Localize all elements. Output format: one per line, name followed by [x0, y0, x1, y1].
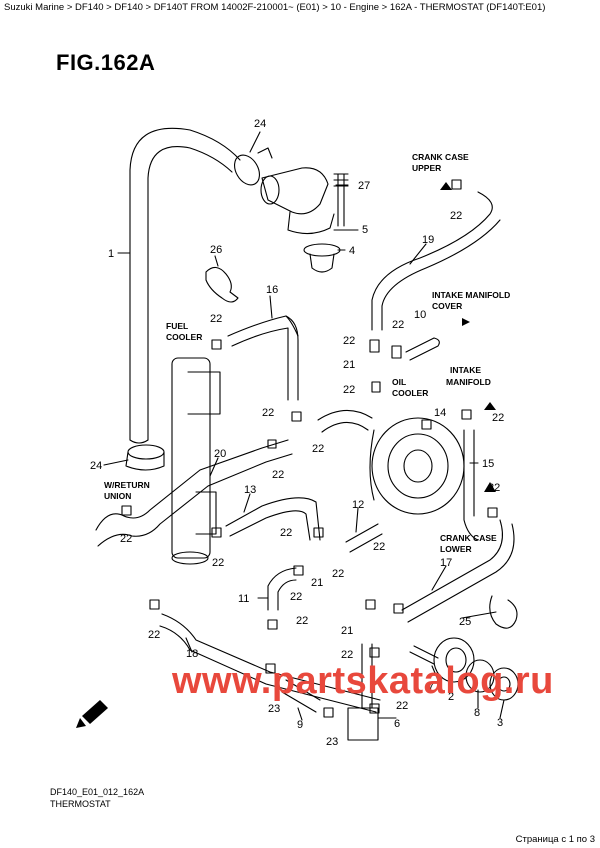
callout: 22 [212, 557, 224, 569]
callout: 25 [459, 616, 471, 628]
svg-text:COVER: COVER [432, 301, 462, 311]
callout: 22 [272, 469, 284, 481]
callout-group: 24 27 5 4 26 1 19 22 16 10 22 22 21 22 1… [90, 118, 504, 748]
front-arrow-icon [76, 700, 108, 728]
callout: 23 [326, 736, 338, 748]
callout: 22 [210, 313, 222, 325]
callout: 22 [488, 482, 500, 494]
callout: 20 [214, 448, 226, 460]
callout: 8 [474, 707, 480, 719]
zone-fuel-cooler: FUEL [166, 321, 188, 331]
svg-text:UNION: UNION [104, 491, 131, 501]
callout: 22 [148, 629, 160, 641]
ring-8 [465, 659, 495, 693]
svg-text:UPPER: UPPER [412, 163, 441, 173]
callout: 22 [492, 412, 504, 424]
callout: 22 [343, 335, 355, 347]
hose-12 [345, 523, 383, 553]
callout: 22 [450, 210, 462, 222]
callout: 24 [254, 118, 266, 130]
watermark: www.partskatalog.ru [172, 660, 554, 702]
hose-19 [371, 191, 493, 331]
callout: 22 [290, 591, 302, 603]
figure-title: FIG.162A [56, 50, 156, 75]
zone-crank-case-lower: CRANK CASE [440, 533, 497, 543]
callout: 14 [434, 407, 446, 419]
callout: 22 [262, 407, 274, 419]
hose-oil-line [317, 409, 373, 421]
svg-text:LOWER: LOWER [440, 544, 472, 554]
callout: 23 [268, 703, 280, 715]
callout: 22 [296, 615, 308, 627]
hose-11 [267, 567, 297, 611]
callout: 10 [414, 309, 426, 321]
callout: 4 [349, 245, 355, 257]
clip-26 [205, 266, 239, 303]
callout: 22 [332, 568, 344, 580]
callout: 13 [244, 484, 256, 496]
footer-name: THERMOSTAT [50, 799, 111, 809]
zone-intake-manifold-cover: INTAKE MANIFOLD [432, 290, 510, 300]
zone-crank-case-upper: CRANK CASE [412, 152, 469, 162]
callout: 2 [448, 691, 454, 703]
callout: 22 [373, 541, 385, 553]
callout: 26 [210, 244, 222, 256]
callout: 22 [312, 443, 324, 455]
callout: 22 [341, 649, 353, 661]
callout: 21 [311, 577, 323, 589]
svg-text:COOLER: COOLER [392, 388, 428, 398]
callout: 15 [482, 458, 494, 470]
clamp-24-top [234, 154, 260, 186]
hose-9 [281, 679, 321, 713]
callout: 18 [186, 648, 198, 660]
thermostat-housing [261, 167, 329, 215]
callout: 27 [358, 180, 370, 192]
callout: 6 [394, 718, 400, 730]
bolt-27 [333, 173, 349, 227]
callout: 9 [297, 719, 303, 731]
pager: Страница с 1 по 3 [515, 834, 595, 845]
svg-text:MANIFOLD: MANIFOLD [446, 377, 491, 387]
housing-2 [433, 637, 475, 683]
callout: 22 [392, 319, 404, 331]
zone-wreturn-union: W/RETURN [104, 480, 150, 490]
zone-oil-cooler: OIL [392, 377, 406, 387]
hose-17 [401, 519, 503, 611]
callout: 7 [428, 681, 434, 693]
callout: 19 [422, 234, 434, 246]
callout: 11 [238, 593, 249, 605]
callout: 5 [362, 224, 368, 236]
hose-1 [129, 127, 241, 441]
clip-25 [489, 595, 518, 629]
footer-code: DF140_E01_012_162A [50, 787, 145, 797]
callout: 1 [108, 248, 114, 260]
hose-10 [405, 337, 440, 361]
callout: 24 [90, 460, 102, 472]
fuel-cooler [171, 357, 211, 559]
hose-18 [161, 613, 381, 701]
hose-13 [225, 497, 321, 541]
zone-intake-manifold: INTAKE [450, 365, 481, 375]
callout: 22 [343, 384, 355, 396]
hose-15 [463, 429, 479, 541]
callout: 21 [343, 359, 355, 371]
clamp-24-left [127, 444, 165, 460]
callout: 16 [266, 284, 278, 296]
callout: 12 [352, 499, 364, 511]
hose-20 [95, 439, 289, 531]
thermostat-4 [303, 243, 341, 257]
callout: 3 [497, 717, 503, 729]
callout: 17 [440, 557, 452, 569]
union-6 [347, 707, 379, 741]
callout: 22 [120, 533, 132, 545]
breadcrumb: Suzuki Marine > DF140 > DF140 > DF140T F… [4, 2, 546, 13]
callout: 22 [280, 527, 292, 539]
callout: 22 [396, 700, 408, 712]
svg-text:COOLER: COOLER [166, 332, 202, 342]
oil-cooler [371, 417, 465, 515]
callout: 21 [341, 625, 353, 637]
